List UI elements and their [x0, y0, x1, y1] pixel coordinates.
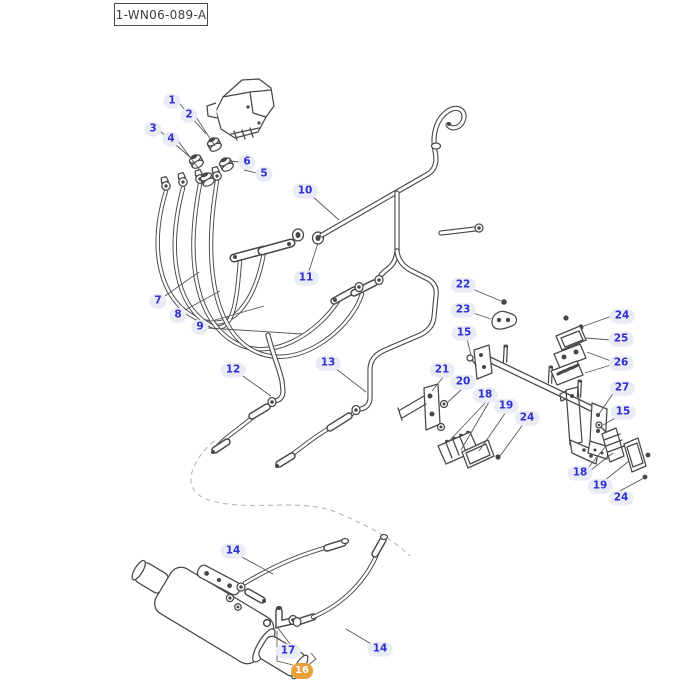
phantom-routing-curve — [190, 440, 411, 557]
callout-15b[interactable]: 15 — [610, 404, 636, 420]
callout-14b[interactable]: 14 — [367, 641, 393, 657]
rigid-pipes — [265, 190, 484, 416]
callout-23[interactable]: 23 — [450, 302, 476, 318]
callout-26[interactable]: 26 — [608, 355, 634, 371]
callout-14a[interactable]: 14 — [220, 543, 246, 559]
o-ring-17 — [262, 618, 272, 628]
callout-1[interactable]: 1 — [163, 93, 181, 109]
callout-18a[interactable]: 18 — [472, 387, 498, 403]
callout-24a[interactable]: 24 — [514, 410, 540, 426]
pipe-loop — [319, 105, 467, 238]
valve-block — [186, 78, 275, 189]
callout-5[interactable]: 5 — [255, 166, 273, 182]
callout-4[interactable]: 4 — [162, 131, 180, 147]
callout-17[interactable]: 17 — [275, 643, 301, 659]
bottom-bracket — [196, 564, 266, 611]
callout-24c[interactable]: 24 — [608, 490, 634, 506]
hose-14-left — [236, 537, 350, 592]
callout-22[interactable]: 22 — [450, 277, 476, 293]
callout-12[interactable]: 12 — [220, 362, 246, 378]
callout-13[interactable]: 13 — [315, 355, 341, 371]
callout-3[interactable]: 3 — [144, 121, 162, 137]
mid-hose-fittings — [229, 228, 325, 263]
callout-24b[interactable]: 24 — [609, 308, 635, 324]
callout-18b[interactable]: 18 — [567, 465, 593, 481]
small-parts-left — [397, 299, 518, 469]
callout-16[interactable]: 16 — [291, 663, 313, 679]
callout-9[interactable]: 9 — [191, 319, 209, 335]
hose-13 — [275, 411, 355, 468]
hose-14-right — [292, 533, 389, 628]
callout-6[interactable]: 6 — [238, 154, 256, 170]
callout-8[interactable]: 8 — [169, 307, 187, 323]
callout-10[interactable]: 10 — [292, 183, 318, 199]
callout-11[interactable]: 11 — [293, 270, 319, 286]
callout-7[interactable]: 7 — [149, 293, 167, 309]
callout-27[interactable]: 27 — [609, 380, 635, 396]
hose-12 — [211, 403, 271, 454]
small-parts-plates — [550, 315, 587, 386]
callout-25[interactable]: 25 — [608, 331, 634, 347]
figure-reference-label: 1-WN06-089-A — [114, 3, 208, 26]
callout-19a[interactable]: 19 — [493, 398, 519, 414]
callout-20[interactable]: 20 — [450, 374, 476, 390]
callout-19b[interactable]: 19 — [587, 478, 613, 494]
callout-21[interactable]: 21 — [429, 362, 455, 378]
hose-bundle — [155, 165, 365, 359]
callout-2[interactable]: 2 — [180, 107, 198, 123]
small-parts-right — [595, 421, 651, 480]
callout-15a[interactable]: 15 — [451, 325, 477, 341]
